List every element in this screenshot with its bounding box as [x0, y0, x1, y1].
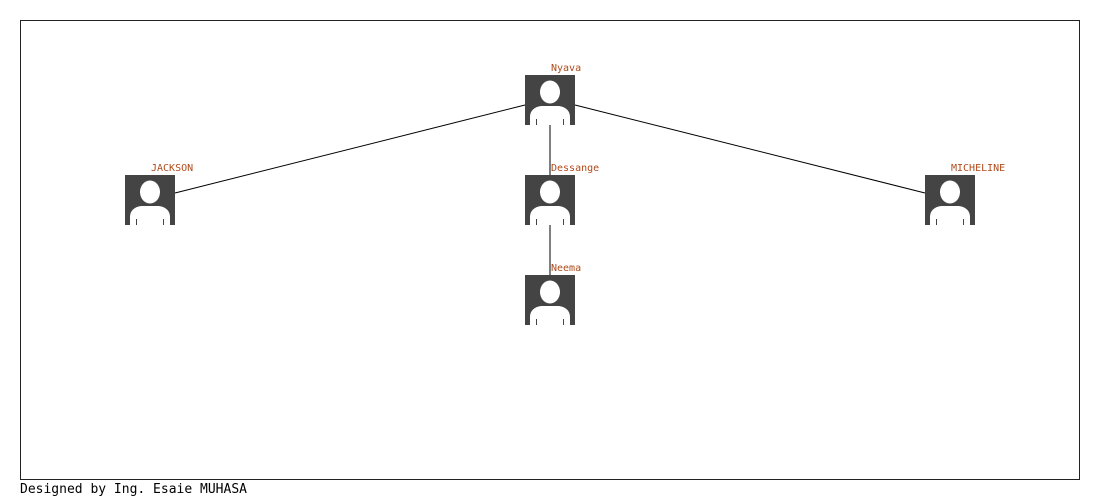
- footer-credit: Designed by Ing. Esaie MUHASA: [20, 482, 247, 497]
- person-icon: [925, 175, 975, 225]
- tree-node-jackson[interactable]: JACKSON: [125, 163, 193, 225]
- node-label: Dessange: [551, 163, 599, 174]
- person-icon: [525, 275, 575, 325]
- node-label: JACKSON: [151, 163, 193, 174]
- person-icon: [525, 75, 575, 125]
- edge-nyava-jackson: [174, 104, 526, 194]
- node-label: Neema: [551, 263, 581, 274]
- person-icon: [125, 175, 175, 225]
- person-icon: [525, 175, 575, 225]
- tree-node-micheline[interactable]: MICHELINE: [925, 163, 1005, 225]
- edge-nyava-micheline: [574, 104, 926, 194]
- node-label: Nyava: [551, 63, 581, 74]
- edge-layer: [174, 104, 926, 275]
- tree-node-neema[interactable]: Neema: [525, 263, 581, 325]
- tree-canvas-frame: [20, 20, 1080, 480]
- node-label: MICHELINE: [951, 163, 1005, 174]
- tree-node-nyava[interactable]: Nyava: [525, 63, 581, 125]
- tree-node-dessange[interactable]: Dessange: [525, 163, 599, 225]
